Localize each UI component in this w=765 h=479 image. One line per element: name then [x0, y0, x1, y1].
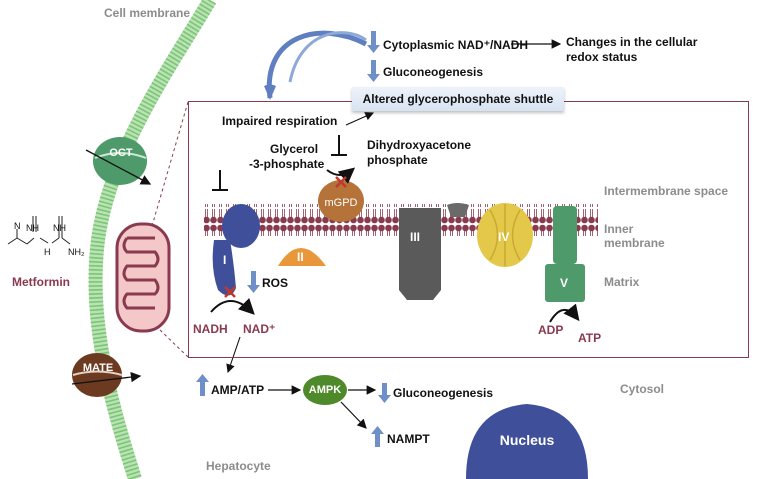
formula-h: H [44, 247, 51, 257]
gluconeogenesis-bottom-label: Gluconeogenesis [393, 386, 494, 400]
complex-1 [212, 204, 260, 296]
ampk-node [303, 375, 347, 405]
adp-label: ADP [538, 323, 564, 337]
formula-nh2: NH₂ [68, 247, 85, 257]
ampk-label: AMPK [308, 384, 342, 396]
mate-transporter [71, 353, 142, 397]
nampt-label: NAMPT [387, 432, 430, 446]
hepatocyte-label: Hepatocyte [206, 459, 271, 473]
ros-label: ROS [262, 276, 289, 290]
mgpd-enzyme [318, 180, 364, 222]
formula-nh-left: NH [26, 223, 39, 233]
complex-3-label: III [410, 230, 421, 244]
inner-membrane-label-line2: membrane [604, 236, 665, 250]
formula-nh-right: NH [53, 223, 66, 233]
complex-2-label: II [297, 250, 304, 264]
redox-label-line2: redox status [566, 50, 638, 64]
shuttle-callout: Altered glycerophosphate shuttle [352, 87, 564, 111]
impaired-respiration-label: Impaired respiration [222, 114, 338, 128]
mate-label: MATE [82, 362, 114, 374]
small-mitochondrion [115, 222, 171, 333]
oct-transporter [85, 137, 152, 185]
complex-4-label: IV [498, 230, 510, 244]
complex-1-label: I [223, 253, 227, 267]
gluconeogenesis-top-label: Gluconeogenesis [383, 65, 484, 79]
complex-3 [399, 208, 441, 300]
amp-atp-label: AMP/ATP [211, 383, 265, 397]
cell-membrane-label: Cell membrane [104, 6, 191, 20]
complex-5-label: V [560, 276, 569, 290]
nadh-label: NADH [193, 322, 228, 336]
cytochrome-c [447, 203, 469, 217]
matrix-label: Matrix [604, 275, 640, 289]
inhibition-icon [212, 135, 347, 191]
redox-label-line1: Changes in the cellular [566, 35, 698, 49]
feedback-curve-arrow [266, 30, 368, 99]
metformin-label: Metformin [12, 275, 70, 289]
oct-label: OCT [109, 147, 133, 159]
mgpd-label: mGPD [324, 197, 358, 209]
complex-2 [278, 248, 326, 266]
cytosol-label: Cytosol [620, 382, 665, 396]
dhap-label-line1: Dihydroxyacetone [367, 138, 472, 152]
block-x-icon [224, 176, 347, 298]
metformin-structure [7, 216, 71, 245]
intermembrane-space-label: Intermembrane space [604, 184, 729, 198]
nucleus [466, 404, 588, 479]
down-arrow-icon [367, 31, 380, 82]
nucleus-label: Nucleus [499, 432, 555, 448]
inner-membrane-label-line1: Inner [604, 222, 634, 236]
complex-5 [545, 206, 585, 302]
glycerol-label-line1: Glycerol [270, 142, 319, 156]
formula-n: N [14, 221, 21, 231]
atp-label: ATP [578, 331, 602, 345]
shuttle-label: Altered glycerophosphate shuttle [362, 92, 554, 106]
nad-label: NAD⁺ [243, 322, 276, 336]
cytoplasmic-ratio-label: Cytoplasmic NAD⁺/NADH [383, 38, 529, 52]
glycerol-label-line2: -3-phosphate [249, 157, 325, 171]
dhap-label-line2: phosphate [367, 153, 428, 167]
